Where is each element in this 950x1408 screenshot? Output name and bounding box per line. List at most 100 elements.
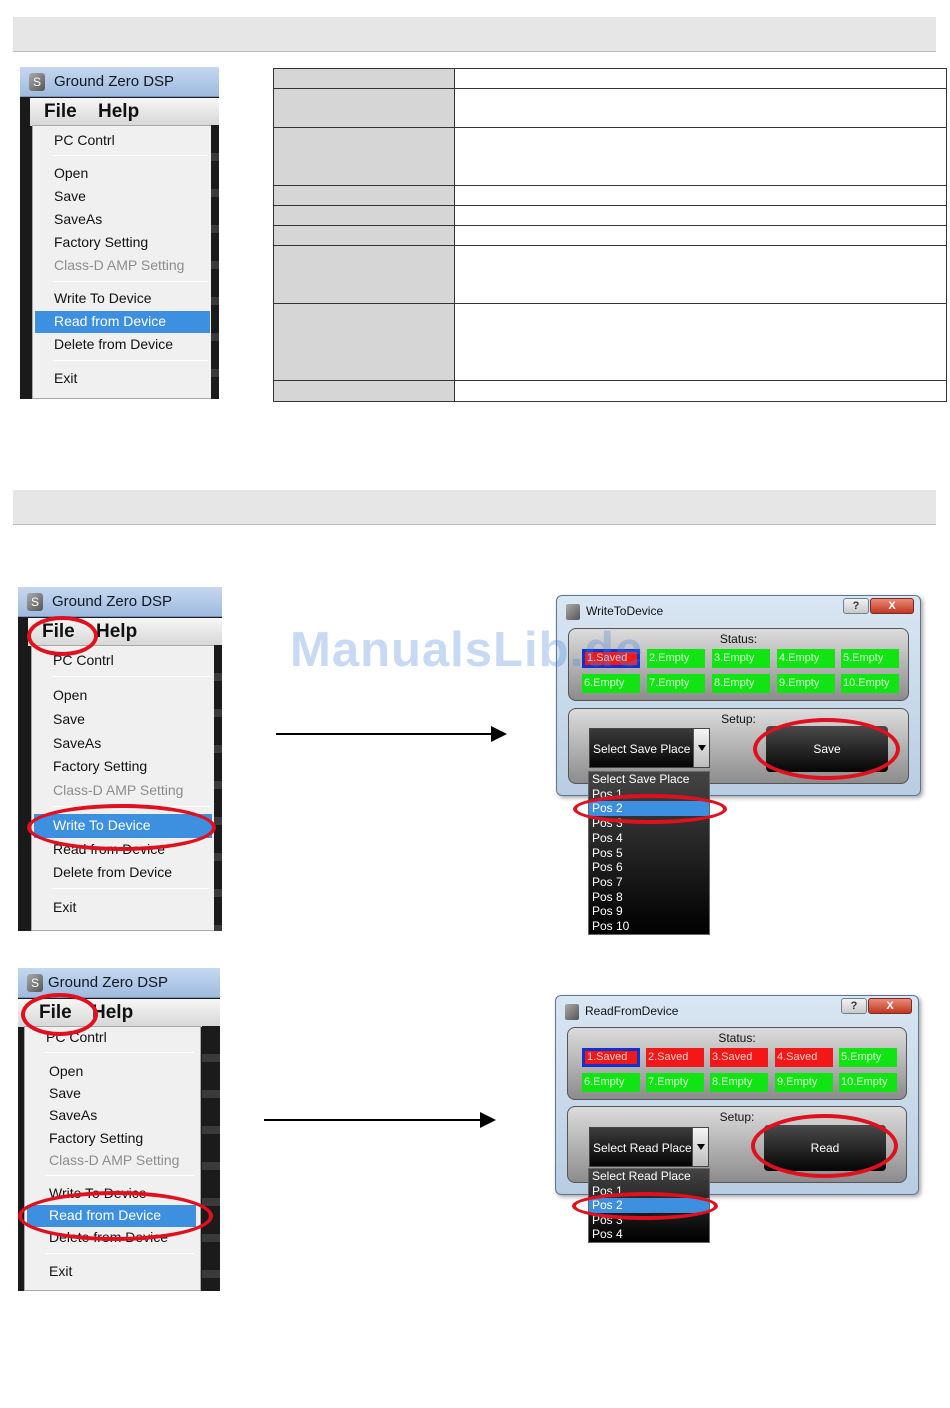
table-row (274, 304, 946, 381)
app-menu-screenshot-1: S Ground Zero DSP File Help PC Contrl Op… (20, 67, 219, 399)
menu-item-saveas[interactable]: SaveAs (54, 211, 103, 227)
menu-separator (52, 888, 210, 889)
slot-7[interactable]: 7.Empty (646, 1073, 704, 1092)
table-row (274, 381, 946, 401)
close-button[interactable]: X (870, 598, 914, 614)
slot-9[interactable]: 9.Empty (777, 674, 835, 693)
option-item[interactable]: Pos 7 (592, 875, 623, 889)
slot-10[interactable]: 10.Empty (839, 1073, 897, 1092)
table-row (274, 128, 946, 186)
dialog-title: ReadFromDevice (585, 1004, 679, 1018)
slot-2[interactable]: 2.Empty (647, 649, 705, 668)
file-dropdown-menu: PC Contrl Open Save SaveAs Factory Setti… (24, 1026, 201, 1291)
annotation-ring-pos-2 (572, 1192, 718, 1220)
menu-item-open[interactable]: Open (53, 687, 88, 703)
menu-item-factory-setting[interactable]: Factory Setting (53, 758, 148, 774)
menu-separator (45, 1175, 194, 1176)
menu-help[interactable]: Help (96, 621, 138, 642)
menu-item-delete-from-device[interactable]: Delete from Device (54, 336, 174, 352)
slot-4[interactable]: 4.Empty (777, 649, 835, 668)
slot-6[interactable]: 6.Empty (582, 674, 640, 693)
arrow-to-write-dialog (276, 726, 507, 742)
menu-file[interactable]: File (44, 101, 77, 122)
menu-item-saveas[interactable]: SaveAs (53, 735, 102, 751)
slot-2[interactable]: 2.Saved (646, 1048, 704, 1067)
menu-help[interactable]: Help (98, 101, 140, 122)
app-titlebar: S Ground Zero DSP (18, 968, 220, 998)
option-item[interactable]: Pos 5 (592, 846, 623, 860)
menu-item-exit[interactable]: Exit (53, 899, 77, 915)
option-item[interactable]: Pos 6 (592, 860, 623, 874)
slot-3[interactable]: 3.Saved (710, 1048, 768, 1067)
table-row (274, 206, 946, 226)
app-titlebar: S Ground Zero DSP (18, 587, 222, 617)
app-titlebar: S Ground Zero DSP (20, 67, 219, 97)
slot-5[interactable]: 5.Empty (839, 1048, 897, 1067)
write-to-device-dialog: WriteToDevice ? X Status: 1.Saved 2.Empt… (556, 595, 921, 796)
help-button[interactable]: ? (841, 998, 867, 1014)
menu-item-delete-from-device[interactable]: Delete from Device (53, 864, 173, 880)
option-item[interactable]: Select Save Place (592, 772, 690, 786)
option-item[interactable]: Pos 4 (592, 831, 623, 845)
menu-item-exit[interactable]: Exit (54, 370, 78, 386)
annotation-ring-pos-2 (573, 794, 727, 824)
app-logo-icon: S (27, 974, 43, 992)
menu-item-classd-amp-setting: Class-D AMP Setting (54, 257, 185, 273)
menu-item-factory-setting[interactable]: Factory Setting (54, 234, 149, 250)
menu-separator (52, 676, 210, 677)
dialog-logo-icon (565, 1004, 579, 1020)
status-label: Status: (718, 1031, 756, 1045)
app-background-strip (211, 125, 219, 399)
section-header-band-1 (13, 17, 936, 52)
option-item[interactable]: Pos 9 (592, 904, 623, 918)
menu-item-save[interactable]: Save (53, 711, 85, 727)
slot-9[interactable]: 9.Empty (775, 1073, 833, 1092)
menu-item-classd-amp-setting: Class-D AMP Setting (53, 782, 184, 798)
chevron-down-icon[interactable] (693, 729, 709, 767)
table-row (274, 186, 946, 206)
menu-item-pc-contrl[interactable]: PC Contrl (54, 132, 115, 148)
close-button[interactable]: X (868, 998, 912, 1014)
slot-5[interactable]: 5.Empty (841, 649, 899, 668)
menu-help[interactable]: Help (92, 1002, 134, 1023)
menu-item-saveas[interactable]: SaveAs (49, 1107, 98, 1123)
slot-7[interactable]: 7.Empty (647, 674, 705, 693)
menu-item-exit[interactable]: Exit (49, 1263, 73, 1279)
menubar: File Help (30, 98, 219, 126)
menu-item-open[interactable]: Open (54, 165, 89, 181)
menu-item-open[interactable]: Open (49, 1063, 84, 1079)
menu-item-pc-contrl[interactable]: PC Contrl (53, 652, 114, 668)
menu-item-save[interactable]: Save (54, 188, 86, 204)
slot-6[interactable]: 6.Empty (582, 1073, 640, 1092)
slot-4[interactable]: 4.Saved (775, 1048, 833, 1067)
option-item[interactable]: Pos 4 (592, 1227, 623, 1241)
help-button[interactable]: ? (843, 598, 869, 614)
status-panel: Status: 1.Saved 2.Saved 3.Saved 4.Saved … (567, 1027, 907, 1100)
app-background-strip (214, 645, 222, 931)
arrow-to-read-dialog (264, 1112, 496, 1128)
table-row (274, 246, 946, 304)
menu-item-read-from-device[interactable]: Read from Device (54, 313, 167, 329)
menu-item-classd-amp-setting: Class-D AMP Setting (49, 1152, 180, 1168)
annotation-ring-write-to-device (27, 804, 216, 851)
menu-item-factory-setting[interactable]: Factory Setting (49, 1130, 144, 1146)
slot-1[interactable]: 1.Saved (582, 1048, 640, 1067)
slot-3[interactable]: 3.Empty (712, 649, 770, 668)
slot-1[interactable]: 1.Saved (582, 649, 640, 668)
menu-separator (53, 281, 208, 282)
option-item[interactable]: Pos 10 (592, 919, 630, 933)
dialog-logo-icon (566, 604, 580, 620)
menu-item-write-to-device[interactable]: Write To Device (54, 290, 152, 306)
read-place-select[interactable]: Select Read Place (589, 1127, 709, 1167)
menu-item-save[interactable]: Save (49, 1085, 81, 1101)
table-row (274, 89, 946, 128)
app-background-strip (202, 1026, 220, 1291)
option-item[interactable]: Pos 8 (592, 890, 623, 904)
chevron-down-icon[interactable] (692, 1128, 708, 1166)
slot-8[interactable]: 8.Empty (710, 1073, 768, 1092)
slot-8[interactable]: 8.Empty (712, 674, 770, 693)
slot-10[interactable]: 10.Empty (841, 674, 899, 693)
option-item[interactable]: Select Read Place (592, 1169, 691, 1183)
annotation-ring-read-button (751, 1114, 898, 1178)
save-place-select[interactable]: Select Save Place (589, 728, 710, 768)
